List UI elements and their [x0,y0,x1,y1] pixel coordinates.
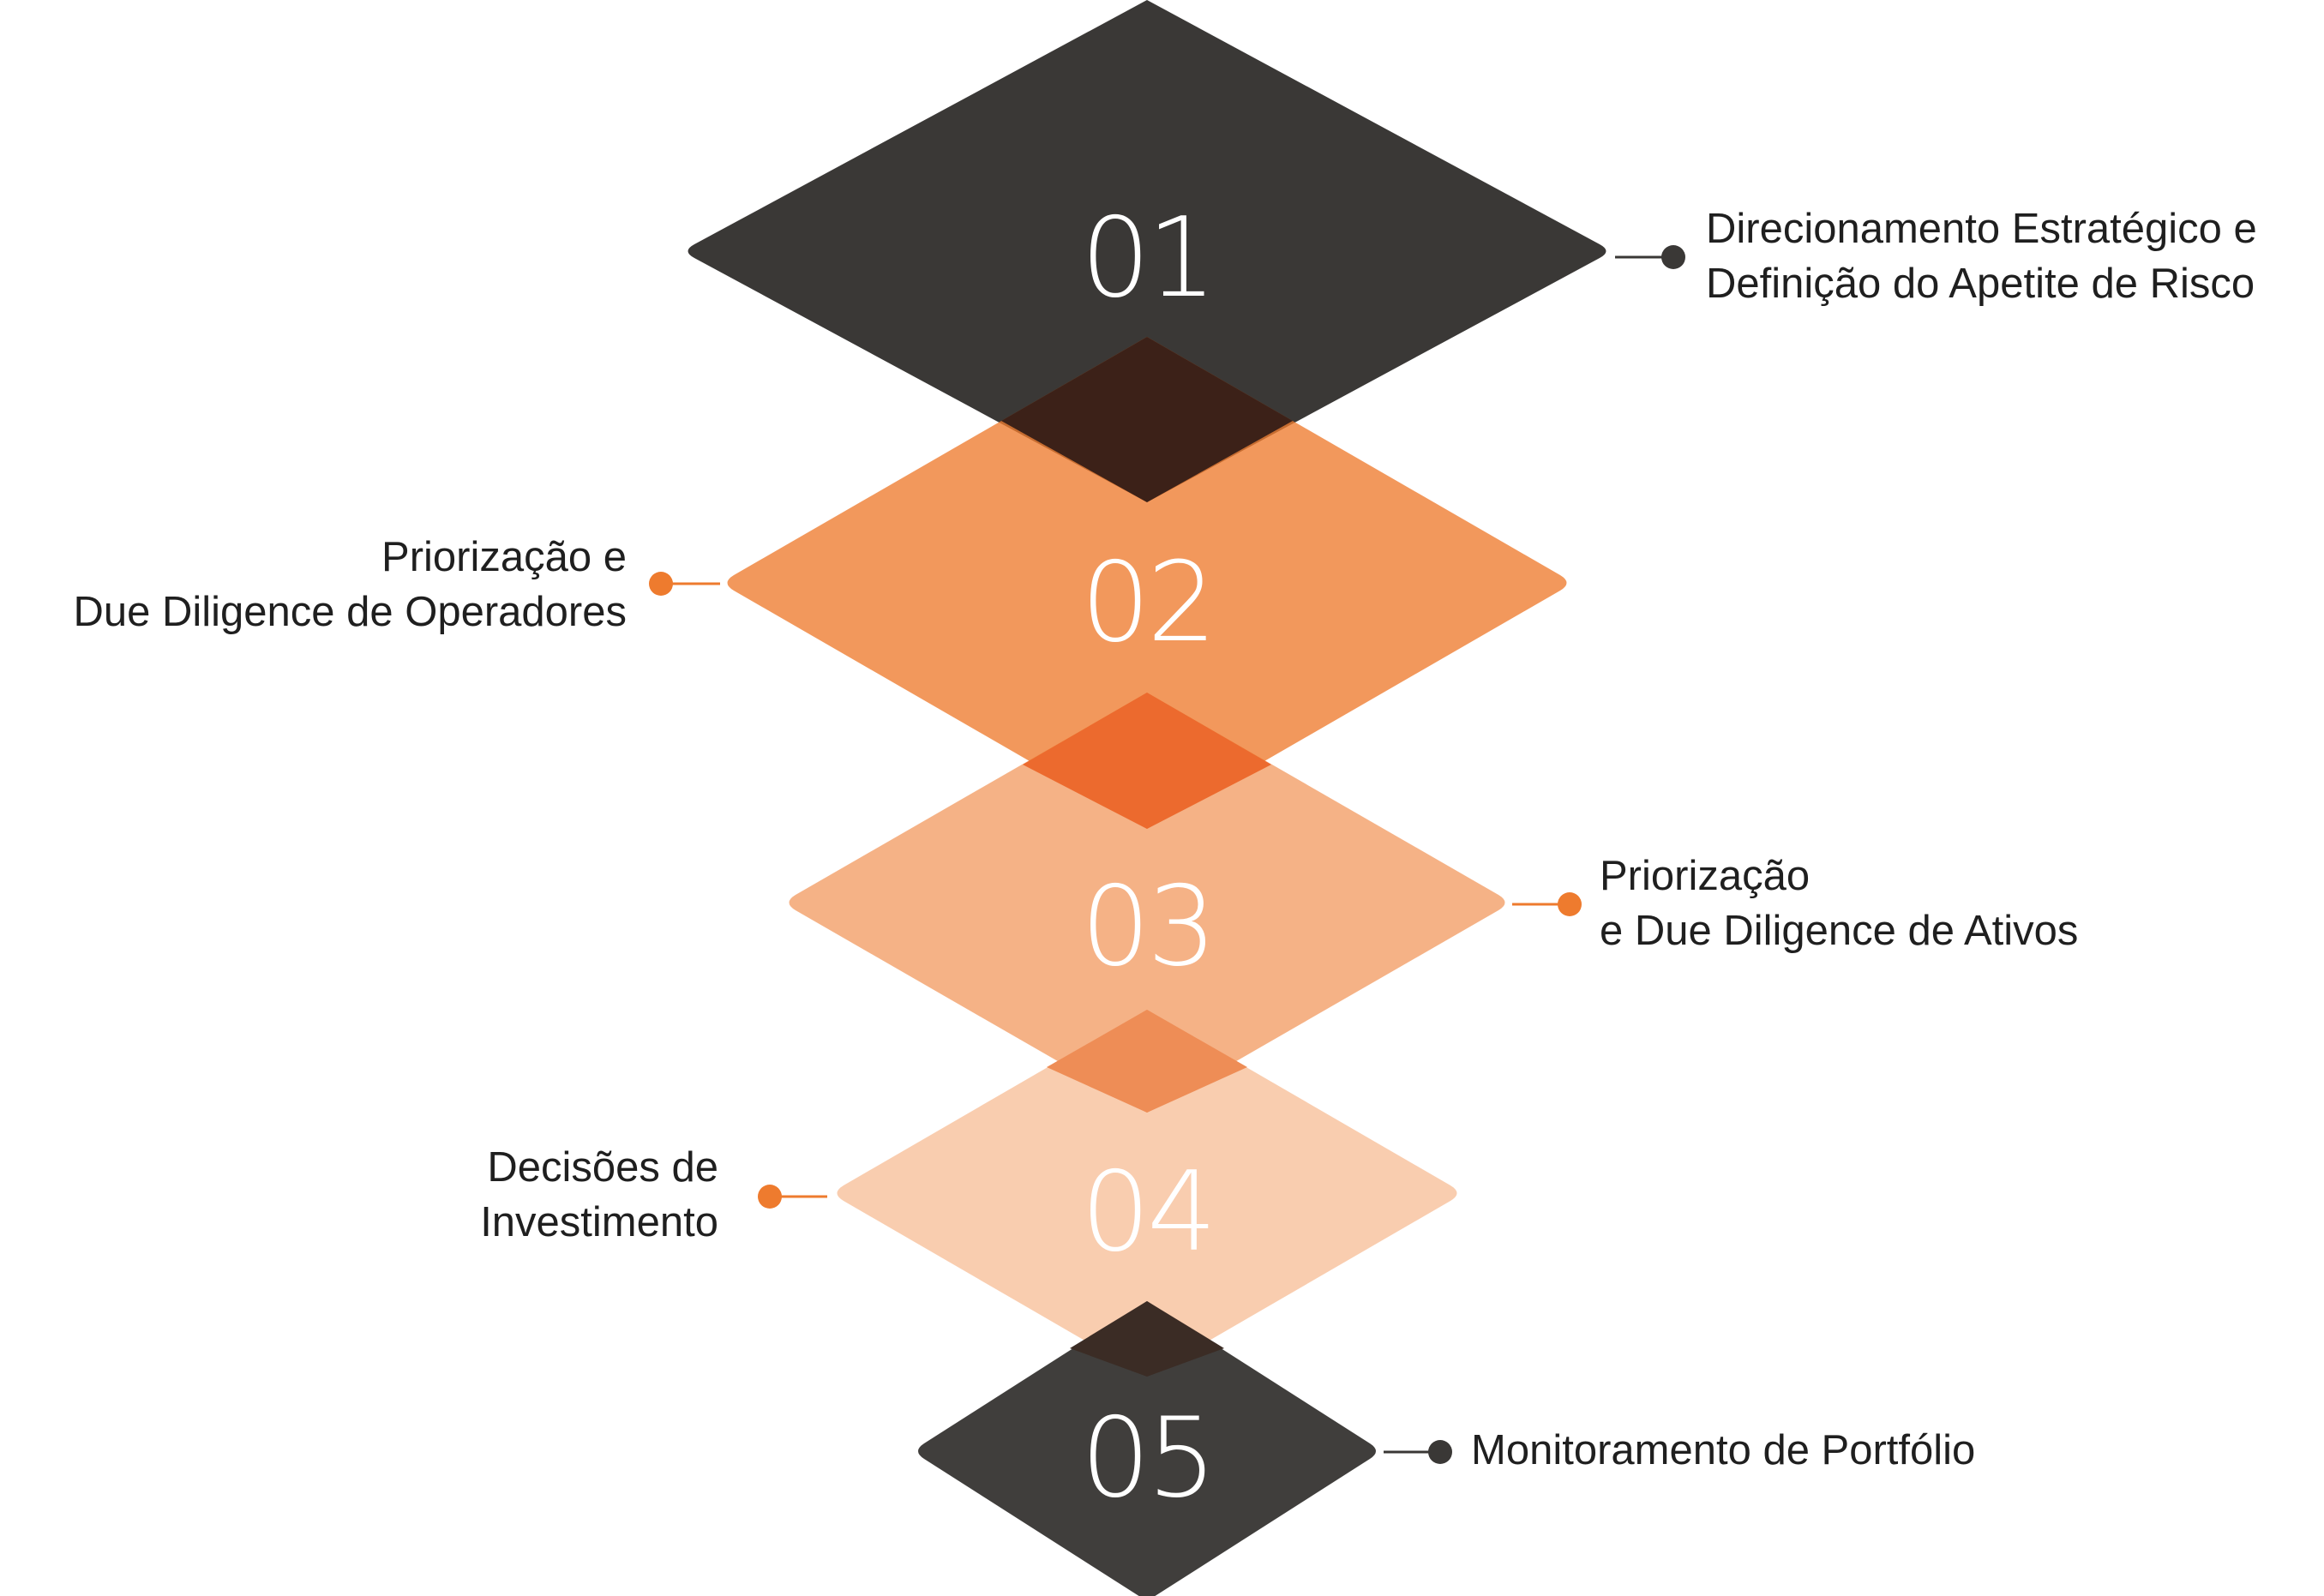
step-number-05: 05 [1081,1395,1214,1522]
connector-02 [649,572,720,596]
connector-04 [758,1185,827,1209]
step-label-05-line-1: Monitoramento de Portfólio [1471,1427,1976,1473]
diamond-01 [688,0,1606,502]
step-number-04: 04 [1081,1149,1214,1276]
step-label-01-line-2: Definição do Apetite de Risco [1706,261,2255,307]
overlap-03-04 [1047,1010,1247,1113]
step-label-01: Direcionamento Estratégico e Definição d… [1706,201,2257,311]
step-label-03: Priorização e Due Diligence de Ativos [1600,849,2078,958]
step-label-02-line-2: Due Diligence de Operadores [73,589,627,635]
step-number-01: 01 [1081,195,1214,322]
connector-03 [1512,892,1582,916]
diamond-02 [727,337,1567,829]
step-label-01-line-1: Direcionamento Estratégico e [1706,206,2257,252]
step-number-02: 02 [1081,539,1214,667]
step-label-03-line-1: Priorização [1600,853,1811,899]
step-label-03-line-2: e Due Diligence de Ativos [1600,908,2079,954]
diamond-04 [837,1010,1457,1377]
step-number-03: 03 [1081,863,1214,991]
step-label-04: Decisões de Investimento [480,1140,718,1250]
diamond-03 [789,693,1505,1113]
step-label-05: Monitoramento de Portfólio [1471,1423,1975,1478]
step-label-04-line-1: Decisões de [487,1144,718,1191]
step-label-04-line-2: Investimento [480,1199,718,1245]
diamond-05 [918,1301,1376,1596]
overlap-02-03 [1023,693,1271,829]
connector-05 [1384,1440,1452,1464]
overlap-04-05 [1070,1301,1224,1377]
overlap-01-02 [1001,337,1293,502]
step-label-02: Priorização e Due Diligence de Operadore… [73,530,627,639]
step-label-02-line-1: Priorização e [381,534,627,580]
connector-01 [1615,245,1685,269]
